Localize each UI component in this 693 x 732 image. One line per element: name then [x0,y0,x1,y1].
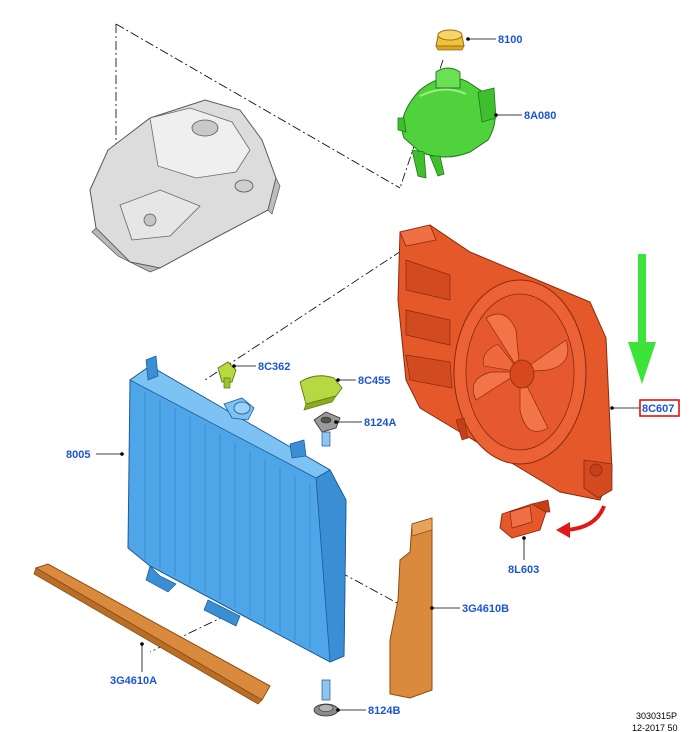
callout-8c607: 8C607 [642,403,674,415]
callout-8124a: 8124A [364,417,396,429]
callout-leaders [96,37,640,712]
reference-date: 12-2017 50 [632,723,678,732]
callout-3g4610b: 3G4610B [462,603,509,615]
callout-8005: 8005 [66,449,90,461]
callout-8l603: 8L603 [508,564,539,576]
callout-8124b: 8124B [368,705,400,717]
fan-resistor [499,499,551,539]
curved-arrow-icon [556,505,606,538]
coolant-sensor [217,361,237,389]
reference-number: 3030315P [636,711,677,721]
callout-8100: 8100 [498,34,522,46]
mounting-bracket [89,99,281,273]
highlight-box [639,399,680,417]
coolant-reservoir [397,67,497,179]
lower-mount [313,679,339,717]
air-seal-right [389,517,433,699]
footer-reference: 3030315P 12-2017 50 [632,711,678,732]
callout-8a080: 8A080 [524,110,556,122]
callout-3g4610a: 3G4610A [110,675,157,687]
upper-mount [313,411,341,447]
down-arrow-icon [628,254,656,384]
callout-8c362: 8C362 [258,361,290,373]
fan-shroud [397,224,613,501]
air-seal-bottom [33,563,271,705]
callout-8c455: 8C455 [358,375,390,387]
heat-shield [299,375,343,411]
reservoir-cap [435,29,465,51]
callout-labels: 8100 8A080 8C362 8C455 8124A 8005 8C607 … [66,34,680,717]
radiator [127,355,347,663]
